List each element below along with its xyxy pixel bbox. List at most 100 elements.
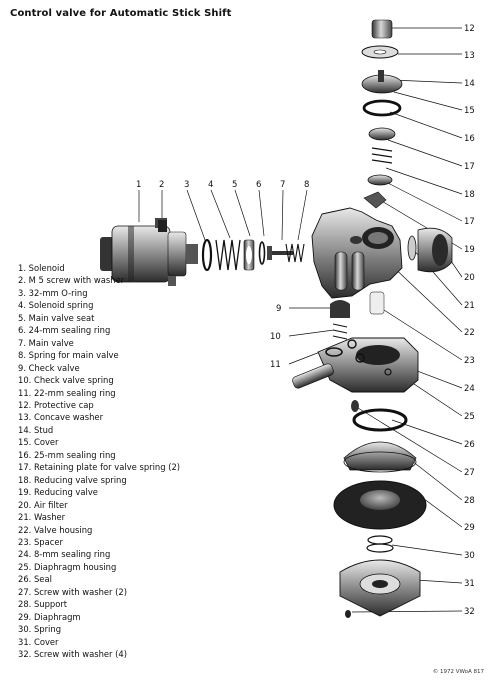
legend-item: 12. Protective cap — [18, 399, 94, 410]
retaining-plate-lower-part — [367, 174, 393, 186]
legend-item: 8. Spring for main valve — [18, 350, 119, 361]
legend-item: 7. Main valve — [18, 337, 74, 348]
callout-7: 7 — [280, 180, 285, 190]
sealing-ring-25mm-part — [362, 99, 402, 117]
callout-4: 4 — [208, 180, 213, 190]
legend-item: 30. Spring — [18, 624, 62, 635]
callout-28: 28 — [464, 496, 475, 506]
legend-item: 9. Check valve — [18, 362, 80, 373]
legend-item: 17. Retaining plate for valve spring (2) — [18, 462, 181, 473]
check-valve-part — [330, 300, 350, 318]
retaining-plate-upper-part — [368, 127, 396, 141]
check-valve-spring-part — [332, 323, 348, 340]
callout-17a: 17 — [464, 162, 475, 172]
callouts-right: 12 13 14 15 16 17 18 17 19 20 21 22 23 2… — [464, 24, 475, 617]
legend-item: 32. Screw with washer (4) — [18, 649, 128, 660]
reducing-valve-spring-part — [371, 147, 393, 164]
legend-item: 19. Reducing valve — [18, 487, 98, 498]
legend-item: 24. 8-mm sealing ring — [18, 549, 111, 560]
callout-5: 5 — [232, 180, 237, 190]
screw-with-washer-part — [158, 220, 167, 232]
callout-6: 6 — [256, 180, 261, 190]
callout-2: 2 — [159, 180, 164, 190]
legend-item: 25. Diaphragm housing — [18, 561, 117, 572]
legend-item: 21. Washer — [18, 512, 66, 523]
callout-13: 13 — [464, 51, 475, 61]
legend-item: 18. Reducing valve spring — [18, 474, 127, 485]
callout-3: 3 — [184, 180, 189, 190]
leader-lines — [138, 27, 463, 613]
seal-part — [352, 408, 408, 432]
legend-item: 31. Cover — [18, 636, 59, 647]
legend-item: 16. 25-mm sealing ring — [18, 449, 116, 460]
legend-item: 26. Seal — [18, 574, 52, 585]
callout-12: 12 — [464, 24, 475, 34]
legend-item: 29. Diaphragm — [18, 611, 81, 622]
callouts-top: 1 2 3 4 5 6 7 8 — [136, 180, 309, 190]
protective-cap-part — [371, 19, 393, 39]
callout-9: 9 — [276, 304, 281, 314]
callout-29: 29 — [464, 523, 475, 533]
main-valve-seat-part — [243, 239, 255, 271]
callout-31: 31 — [464, 579, 475, 589]
legend-item: 13. Concave washer — [18, 412, 104, 423]
callout-32: 32 — [464, 607, 475, 617]
callout-30: 30 — [464, 551, 475, 561]
solenoid-spring-part — [215, 239, 241, 271]
sealing-ring-22mm-part — [325, 347, 343, 357]
o-ring-32mm-part — [201, 238, 213, 272]
callout-10: 10 — [270, 332, 281, 342]
legend-item: 20. Air filter — [18, 499, 68, 510]
screw-32-part — [345, 610, 351, 618]
callout-26: 26 — [464, 440, 475, 450]
callout-18: 18 — [464, 190, 475, 200]
legend-item: 4. Solenoid spring — [18, 300, 94, 311]
main-valve-part — [267, 246, 293, 260]
legend-item: 22. Valve housing — [18, 524, 93, 535]
legend-item: 23. Spacer — [18, 536, 63, 547]
spacer-part — [369, 291, 385, 315]
sealing-ring-8mm-part — [384, 368, 392, 376]
copyright-text: © 1972 VWoA 817 — [432, 669, 484, 675]
solenoid-part — [100, 218, 198, 286]
legend-item: 15. Cover — [18, 437, 59, 448]
valve-housing-part — [311, 207, 403, 299]
diaphragm-part — [333, 480, 427, 530]
legend-item: 3. 32-mm O-ring — [18, 287, 88, 298]
callout-15: 15 — [464, 106, 475, 116]
legend-item: 27. Screw with washer (2) — [18, 586, 128, 597]
callout-16: 16 — [464, 134, 475, 144]
diaphragm-housing-part — [292, 337, 419, 393]
legend-item: 14. Stud — [18, 424, 54, 435]
support-part — [343, 441, 417, 473]
callout-23: 23 — [464, 356, 475, 366]
spring-30-part — [366, 535, 394, 553]
callout-14: 14 — [464, 79, 475, 89]
legend-item: 5. Main valve seat — [18, 312, 95, 323]
callout-21: 21 — [464, 301, 475, 311]
reducing-valve-part — [363, 191, 387, 209]
callout-1: 1 — [136, 180, 141, 190]
washer-part — [407, 235, 417, 261]
main-valve-spring-part — [285, 243, 305, 263]
callout-25: 25 — [464, 412, 475, 422]
callout-27: 27 — [464, 468, 475, 478]
air-filter-part — [417, 227, 453, 273]
cover-31-part — [339, 559, 421, 617]
legend-item: 10. Check valve spring — [18, 375, 114, 386]
legend-item: 11. 22-mm sealing ring — [18, 387, 116, 398]
callout-8: 8 — [304, 180, 309, 190]
callout-22: 22 — [464, 328, 475, 338]
callout-19: 19 — [464, 245, 475, 255]
legend-item: 2. M 5 screw with washer — [18, 275, 125, 286]
concave-washer-part — [361, 45, 399, 59]
callout-20: 20 — [464, 273, 475, 283]
legend-item: 28. Support — [18, 599, 68, 610]
diagram-title: Control valve for Automatic Stick Shift — [10, 8, 232, 19]
screw-27-part — [351, 400, 359, 412]
cover-15-part — [361, 70, 403, 94]
callout-24: 24 — [464, 384, 475, 394]
legend-item: 6. 24-mm sealing ring — [18, 325, 111, 336]
